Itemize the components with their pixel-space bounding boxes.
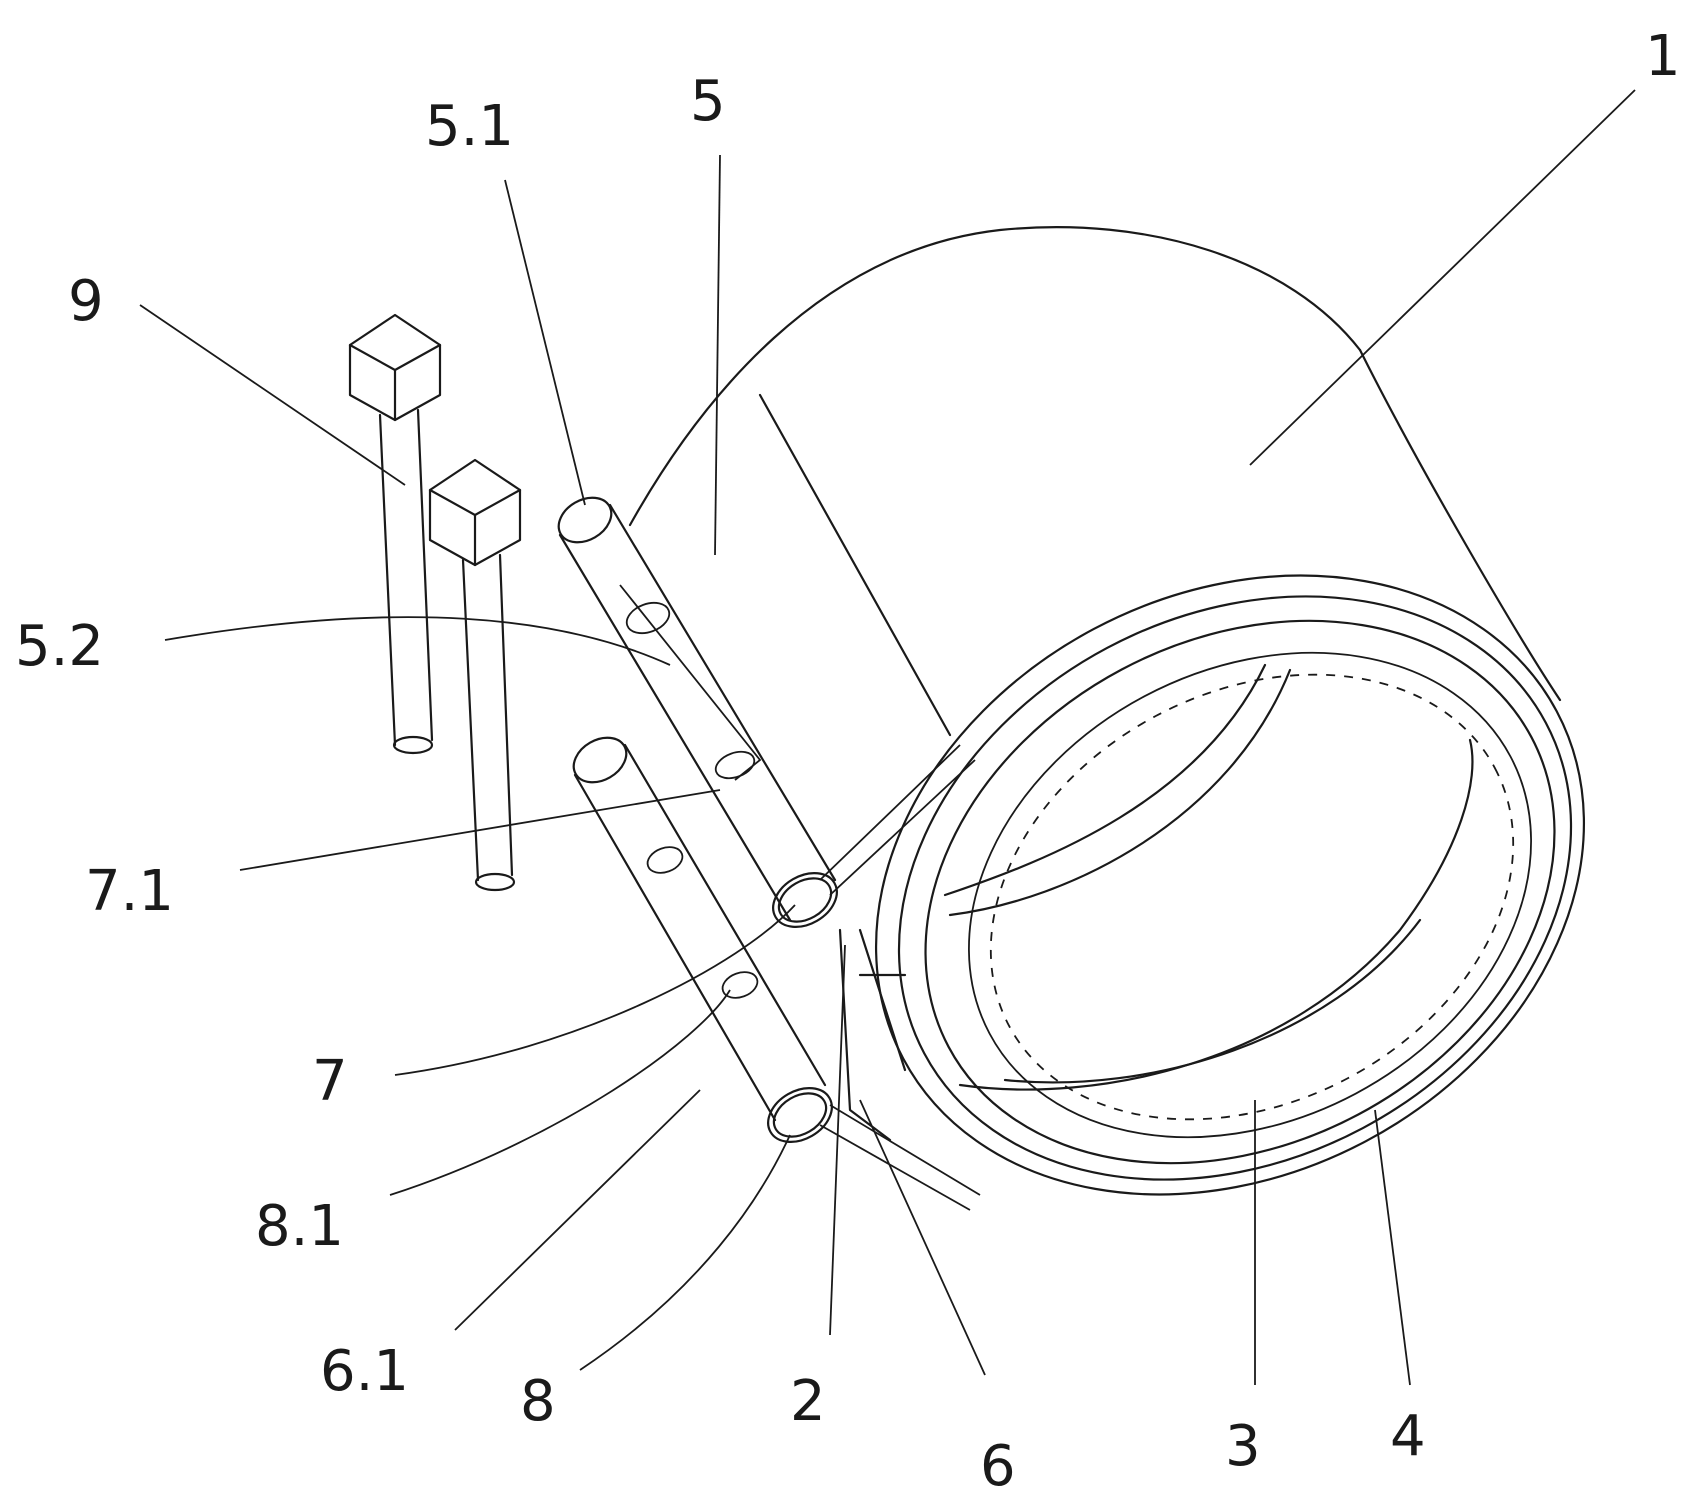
label-5: 5	[690, 69, 726, 134]
bolt-left	[348, 313, 442, 755]
toothed-ring	[968, 651, 1532, 1139]
label-3: 3	[1225, 1414, 1261, 1479]
label-5.1: 5.1	[425, 94, 514, 159]
label-6: 6	[980, 1434, 1016, 1499]
label-5.2: 5.2	[15, 614, 104, 679]
label-1: 1	[1645, 24, 1681, 89]
leader-lines	[139, 89, 1636, 1386]
label-4: 4	[1390, 1404, 1426, 1469]
bolt-right	[428, 458, 522, 892]
label-9: 9	[68, 269, 104, 334]
label-8.1: 8.1	[255, 1194, 344, 1259]
side-flange	[838, 928, 907, 1142]
cylinder-body	[628, 226, 1562, 737]
label-7.1: 7.1	[85, 859, 174, 924]
inner-plates	[943, 663, 1474, 1091]
upper-rod	[557, 496, 838, 928]
label-7: 7	[312, 1049, 348, 1114]
label-8: 8	[520, 1369, 556, 1434]
labels: 1 5 5.1 9 5.2 7.1 7 8.1 6.1 8 2 6 3 4	[15, 24, 1681, 1499]
outer-ring	[874, 574, 1586, 1196]
label-6.1: 6.1	[320, 1339, 409, 1404]
lower-rod	[572, 736, 833, 1143]
label-2: 2	[790, 1369, 826, 1434]
wires	[819, 744, 981, 1211]
